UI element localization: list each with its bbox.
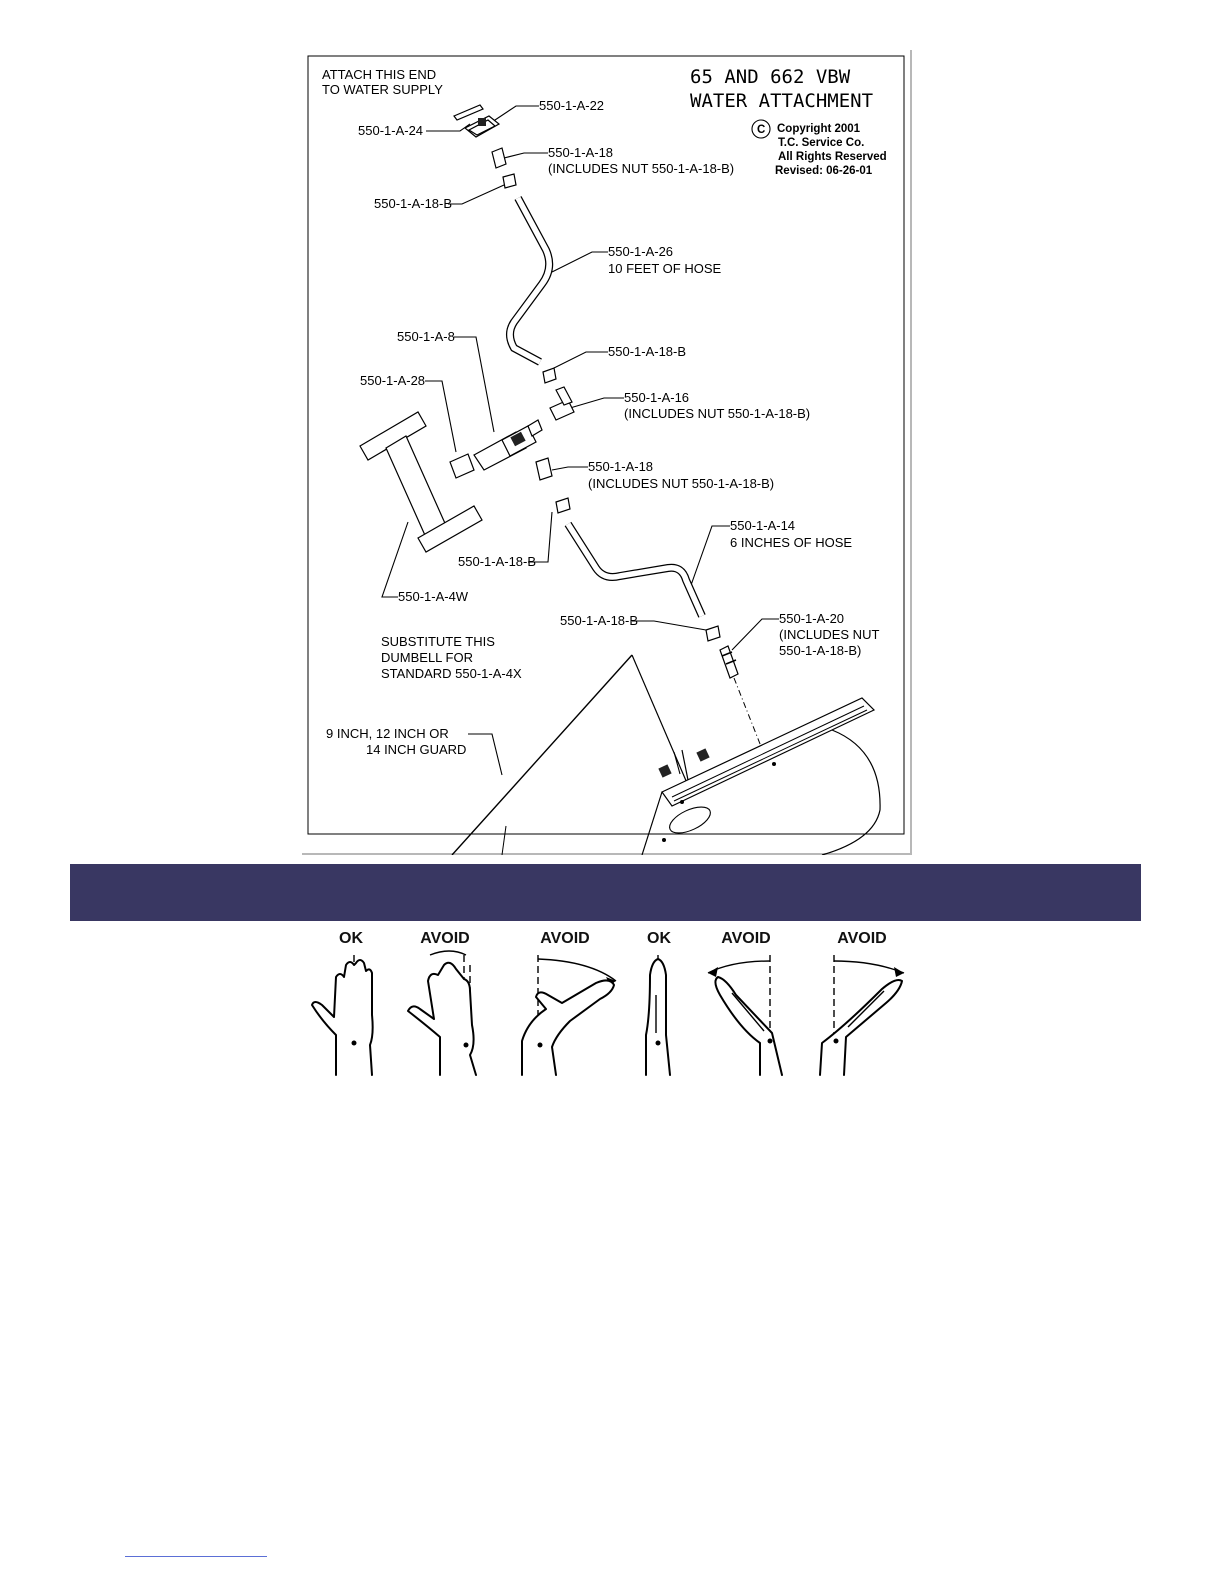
part-nut-a18b-mid (542, 367, 557, 384)
callout-a26-2: 10 FEET OF HOSE (608, 261, 722, 276)
callout-a18b-low: 550-1-A-18-B (458, 554, 536, 569)
callout-a18-top-1: 550-1-A-18 (548, 145, 613, 160)
drawing-title-line1: 65 AND 662 VBW (690, 66, 851, 88)
callout-a8: 550-1-A-8 (397, 329, 455, 344)
part-hose-long (506, 196, 554, 366)
copyright-line-4: Revised: 06-26-01 (775, 165, 873, 177)
leader-a18b-mid (553, 351, 608, 369)
section-banner (70, 864, 1141, 921)
callout-a18b-bottom: 550-1-A-18-B (560, 613, 638, 628)
copyright-line-3: All Rights Reserved (778, 151, 887, 163)
leader-a8 (454, 336, 495, 433)
callout-a24: 550-1-A-24 (358, 123, 423, 138)
leader-a18-mid (551, 466, 588, 471)
drawing-title-line2: WATER ATTACHMENT (690, 90, 873, 112)
part-fitting-a18-top (491, 147, 507, 169)
posture-label-4: OK (647, 930, 671, 947)
leader-a22 (491, 105, 539, 123)
posture-label-5: AVOID (721, 930, 770, 947)
leader-a18b-bottom (632, 620, 707, 631)
substitute-note-3: STANDARD 550-1-A-4X (381, 666, 522, 681)
part-nut-a18b-bottom (705, 625, 721, 642)
callout-a16-2: (INCLUDES NUT 550-1-A-18-B) (624, 406, 810, 421)
substitute-note-1: SUBSTITUTE THIS (381, 634, 495, 649)
callout-a26-1: 550-1-A-26 (608, 244, 673, 259)
leader-a14 (689, 525, 730, 589)
attach-note-1: ATTACH THIS END (322, 67, 436, 82)
leader-a4w (381, 521, 409, 598)
copyright-symbol: C (757, 124, 765, 136)
drawing-border (307, 55, 905, 835)
hand-ok-neutral-palm (311, 955, 374, 1076)
callout-a18-mid-1: 550-1-A-18 (588, 459, 653, 474)
hand-avoid-flexion-right (819, 955, 905, 1076)
part-washer-a24 (453, 104, 484, 121)
callout-a18-top-2: (INCLUDES NUT 550-1-A-18-B) (548, 161, 734, 176)
parts-drawing: 65 AND 662 VBW WATER ATTACHMENT C Copyri… (302, 50, 912, 855)
attach-note-2: TO WATER SUPPLY (322, 82, 443, 97)
callout-a18b-mid: 550-1-A-18-B (608, 344, 686, 359)
hand-ok-neutral-side (645, 955, 671, 1076)
hand-avoid-deviation-1 (407, 950, 477, 1076)
posture-label-1: OK (339, 930, 363, 947)
footer-link-underline[interactable] (125, 1556, 267, 1557)
callout-a28: 550-1-A-28 (360, 373, 425, 388)
leader-a28 (425, 380, 457, 453)
callout-a16-1: 550-1-A-16 (624, 390, 689, 405)
leader-a18b-top (448, 184, 505, 205)
callout-a18-mid-2: (INCLUDES NUT 550-1-A-18-B) (588, 476, 774, 491)
copyright-circle (751, 119, 771, 139)
callout-a20-3: 550-1-A-18-B) (779, 643, 861, 658)
guard-note-2: 14 INCH GUARD (366, 742, 466, 757)
wrist-posture-illustration: OK AVOID AVOID OK AVOID AVOID (311, 930, 905, 1076)
leader-a26 (551, 251, 608, 273)
part-nut-a18b-low (555, 497, 571, 514)
part-tee-a16 (549, 386, 575, 421)
part-nut-a18b-top (502, 173, 517, 189)
leader-a16 (569, 397, 624, 409)
guard-note-1: 9 INCH, 12 INCH OR (326, 726, 449, 741)
leader-a18b-low (528, 511, 553, 563)
callout-a18b-top: 550-1-A-18-B (374, 196, 452, 211)
guard-leader (468, 733, 503, 776)
hand-avoid-extension (521, 955, 617, 1076)
part-fitting-a20 (719, 645, 765, 755)
part-sleeve-a28 (449, 453, 475, 479)
part-dumbell-a4w (359, 411, 483, 553)
leader-a24 (426, 123, 471, 132)
callout-a20-1: 550-1-A-20 (779, 611, 844, 626)
part-guard (451, 654, 881, 855)
callout-a4w: 550-1-A-4W (398, 589, 469, 604)
part-valve-a8 (473, 419, 543, 471)
leader-a18-top (503, 152, 548, 159)
hand-avoid-flexion-left (707, 955, 783, 1076)
posture-label-2: AVOID (420, 930, 469, 947)
part-fitting-a18-mid (535, 457, 553, 481)
callout-a14-2: 6 INCHES OF HOSE (730, 535, 852, 550)
copyright-line-1: Copyright 2001 (777, 123, 861, 135)
exploded-view-diagram: 65 AND 662 VBW WATER ATTACHMENT C Copyri… (307, 55, 905, 855)
part-fitting-a22 (463, 115, 501, 138)
leader-a20 (731, 618, 779, 651)
posture-label-6: AVOID (837, 930, 886, 947)
callout-a14-1: 550-1-A-14 (730, 518, 795, 533)
substitute-note-2: DUMBELL FOR (381, 650, 473, 665)
posture-label-3: AVOID (540, 930, 589, 947)
callout-a22: 550-1-A-22 (539, 98, 604, 113)
callout-a20-2: (INCLUDES NUT (779, 627, 879, 642)
part-hose-short (564, 521, 706, 618)
copyright-line-2: T.C. Service Co. (778, 137, 864, 149)
